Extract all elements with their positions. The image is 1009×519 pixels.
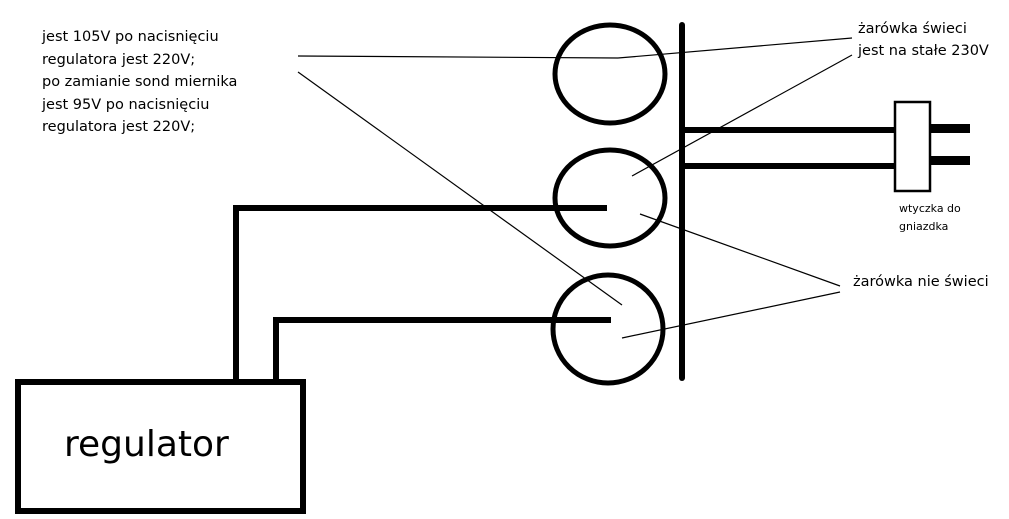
bulb-on-line-2: jest na stałe 230V	[857, 43, 989, 59]
leader-measurement-to-bottom-bulb	[297, 71, 623, 306]
measurement-line-3: po zamianie sond miernika	[42, 74, 237, 90]
plug-pin-upper	[930, 124, 970, 133]
bulb-middle	[552, 147, 668, 249]
leader-bulb-on-to-top-bulb	[617, 37, 853, 59]
regulator-label: regulator	[64, 424, 229, 465]
bulb-top	[552, 22, 668, 126]
wire-regulator-to-middle-bulb	[233, 205, 607, 385]
plug-note: wtyczka do gniazdka	[899, 202, 961, 233]
plug-body	[893, 100, 932, 193]
leader-bulb-off-to-middle-bulb	[639, 213, 841, 287]
measurement-line-5: regulatora jest 220V;	[42, 119, 195, 135]
plug-label-line-2: gniazdka	[899, 220, 948, 233]
measurement-line-1: jest 105V po nacisnięciu	[41, 29, 219, 45]
bulbs	[550, 22, 668, 386]
measurement-line-2: regulatora jest 220V;	[42, 52, 195, 68]
bulb-on-line-1: żarówka świeci	[858, 21, 967, 37]
bulb-on-note: żarówka świeci jest na stałe 230V	[857, 21, 989, 59]
plug	[893, 100, 970, 193]
bulb-bottom	[550, 272, 666, 386]
measurement-line-4: jest 95V po nacisnięciu	[41, 97, 209, 113]
plug-label-line-1: wtyczka do	[899, 202, 961, 215]
leader-bulb-on-to-middle-bulb	[631, 54, 853, 177]
wires	[233, 22, 895, 385]
plug-pin-lower	[930, 156, 970, 165]
bulb-off-label: żarówka nie świeci	[853, 274, 989, 290]
measurement-note: jest 105V po nacisnięciu regulatora jest…	[41, 29, 237, 135]
regulator-box	[15, 379, 306, 514]
leader-bulb-off-to-bottom-bulb	[621, 291, 841, 339]
wire-regulator-to-bottom-bulb	[273, 317, 611, 385]
annotation-leader-lines	[297, 37, 853, 339]
leader-measurement-to-top-bulb	[297, 55, 619, 59]
